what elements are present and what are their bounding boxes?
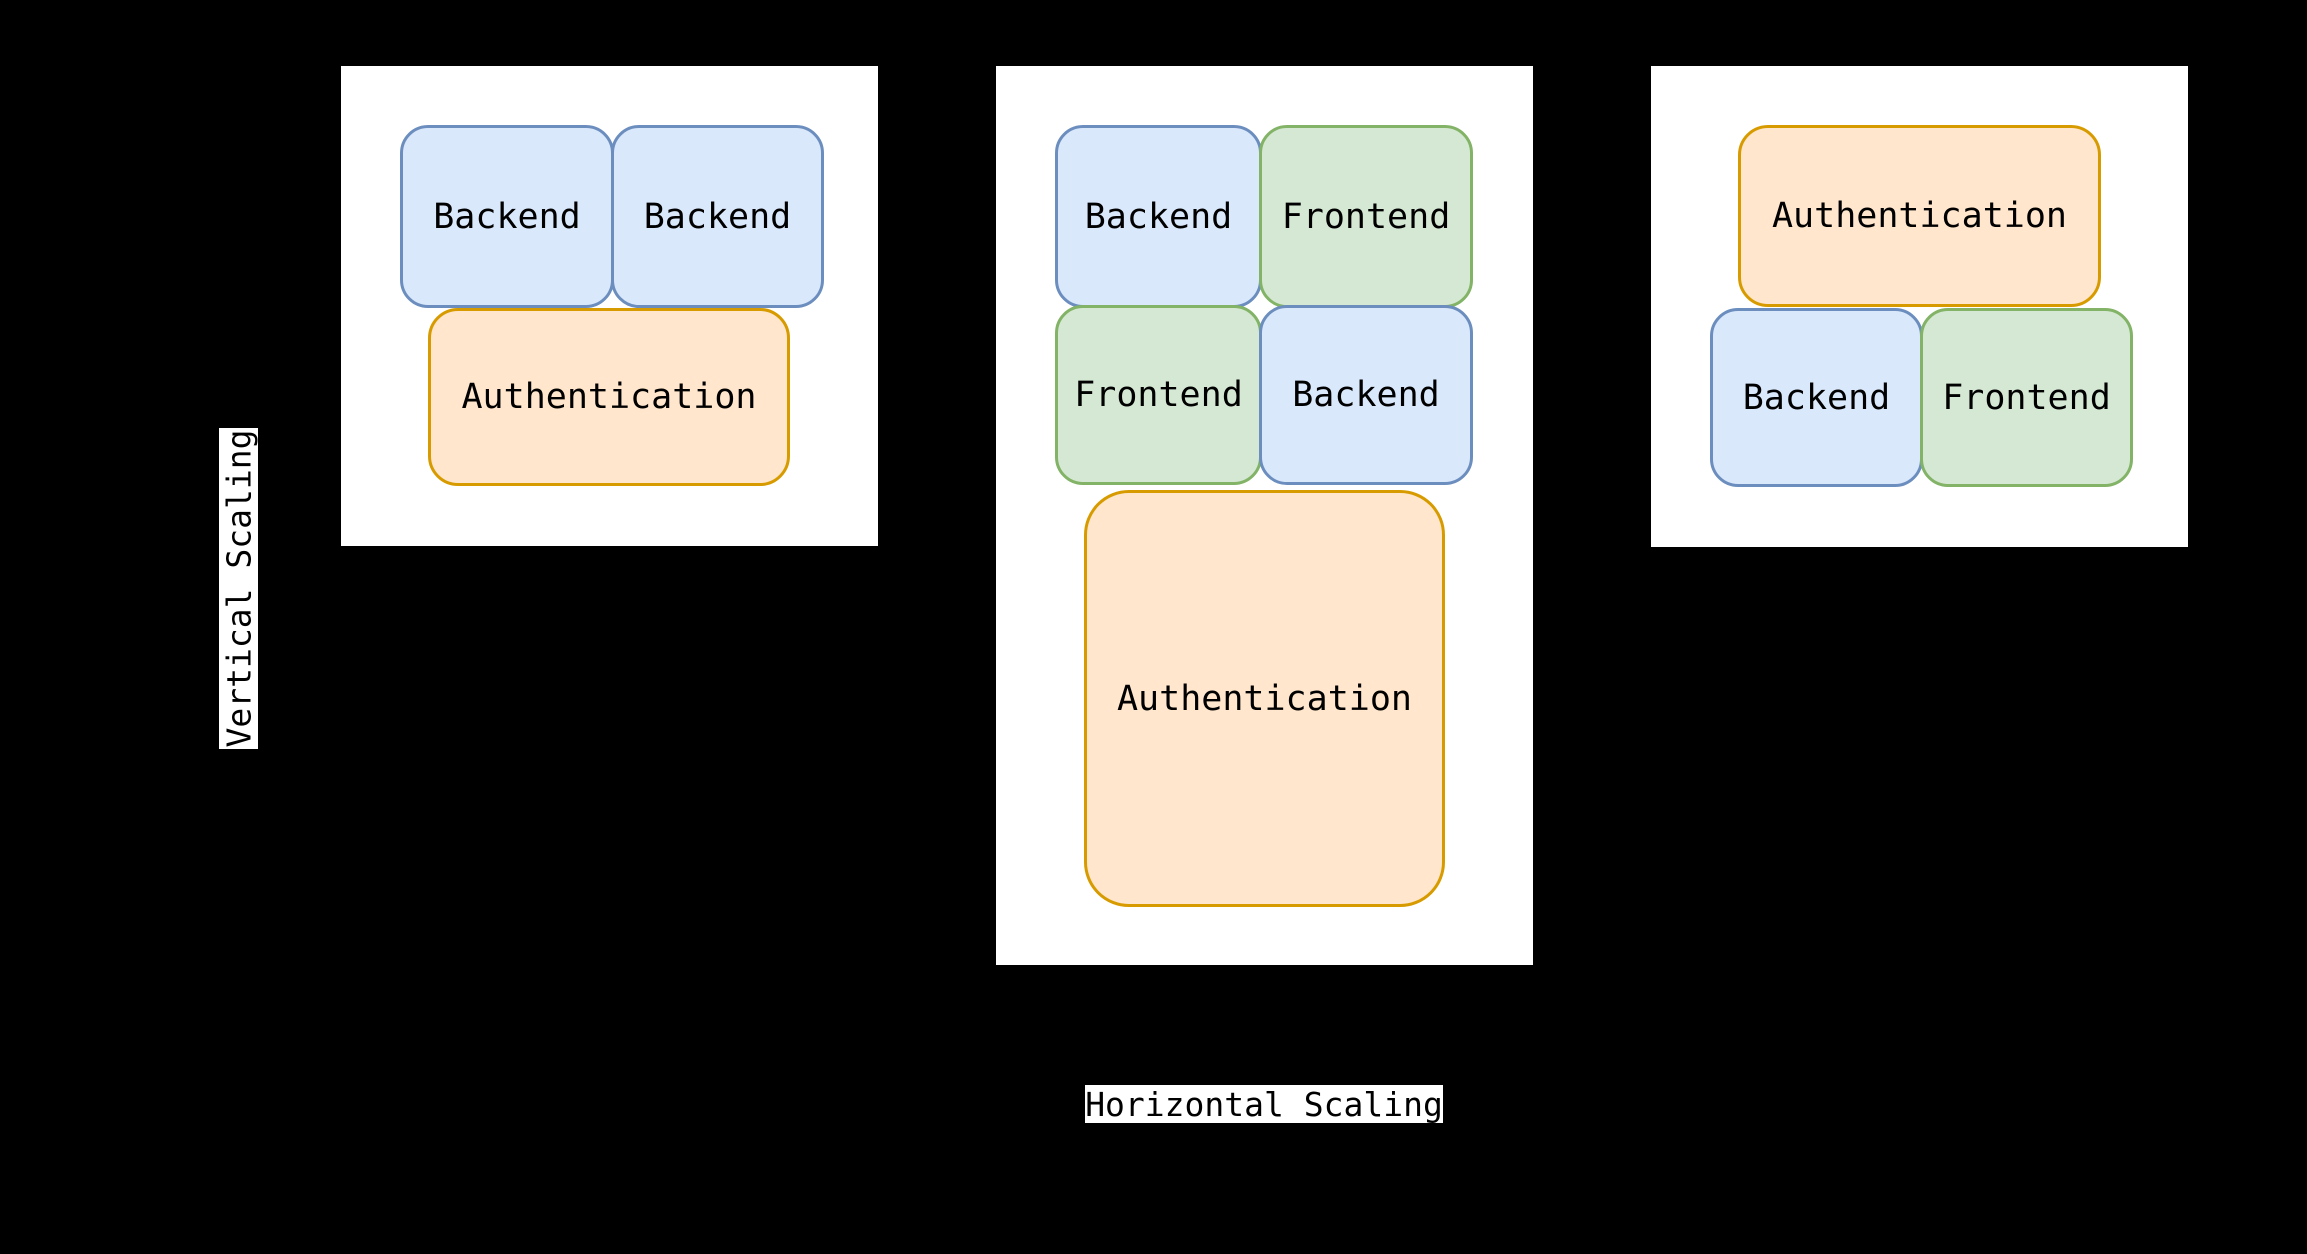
backend-node: Backend [400, 125, 614, 308]
frontend-node: Frontend [1259, 125, 1473, 308]
node-label: Frontend [1281, 196, 1451, 237]
horizontal-scaling-label: Horizontal Scaling [1085, 1084, 1443, 1124]
combined-scaling-panel: Authentication Backend Frontend [1651, 66, 2188, 547]
vertical-scaling-panel: Backend Backend Authentication [341, 66, 878, 546]
backend-node: Backend [1055, 125, 1262, 308]
authentication-node: Authentication [1738, 125, 2101, 307]
horizontal-scaling-panel: Backend Frontend Frontend Backend Authen… [996, 66, 1533, 965]
node-label: Backend [1084, 196, 1233, 237]
node-label: Backend [643, 196, 792, 237]
backend-node: Backend [611, 125, 824, 308]
node-label: Authentication [1116, 678, 1412, 719]
authentication-node: Authentication [428, 308, 790, 486]
node-label: Authentication [1771, 196, 2067, 236]
authentication-node: Authentication [1084, 490, 1445, 907]
backend-node: Backend [1710, 308, 1923, 487]
node-label: Frontend [1942, 377, 2111, 418]
node-label: Backend [1742, 377, 1891, 418]
frontend-node: Frontend [1055, 305, 1262, 485]
node-label: Backend [433, 196, 581, 237]
backend-node: Backend [1259, 305, 1473, 485]
frontend-node: Frontend [1920, 308, 2133, 487]
node-label: Frontend [1074, 375, 1243, 415]
vertical-scaling-label: Vertical Scaling [219, 428, 259, 749]
node-label: Authentication [461, 377, 757, 417]
node-label: Backend [1292, 375, 1440, 415]
